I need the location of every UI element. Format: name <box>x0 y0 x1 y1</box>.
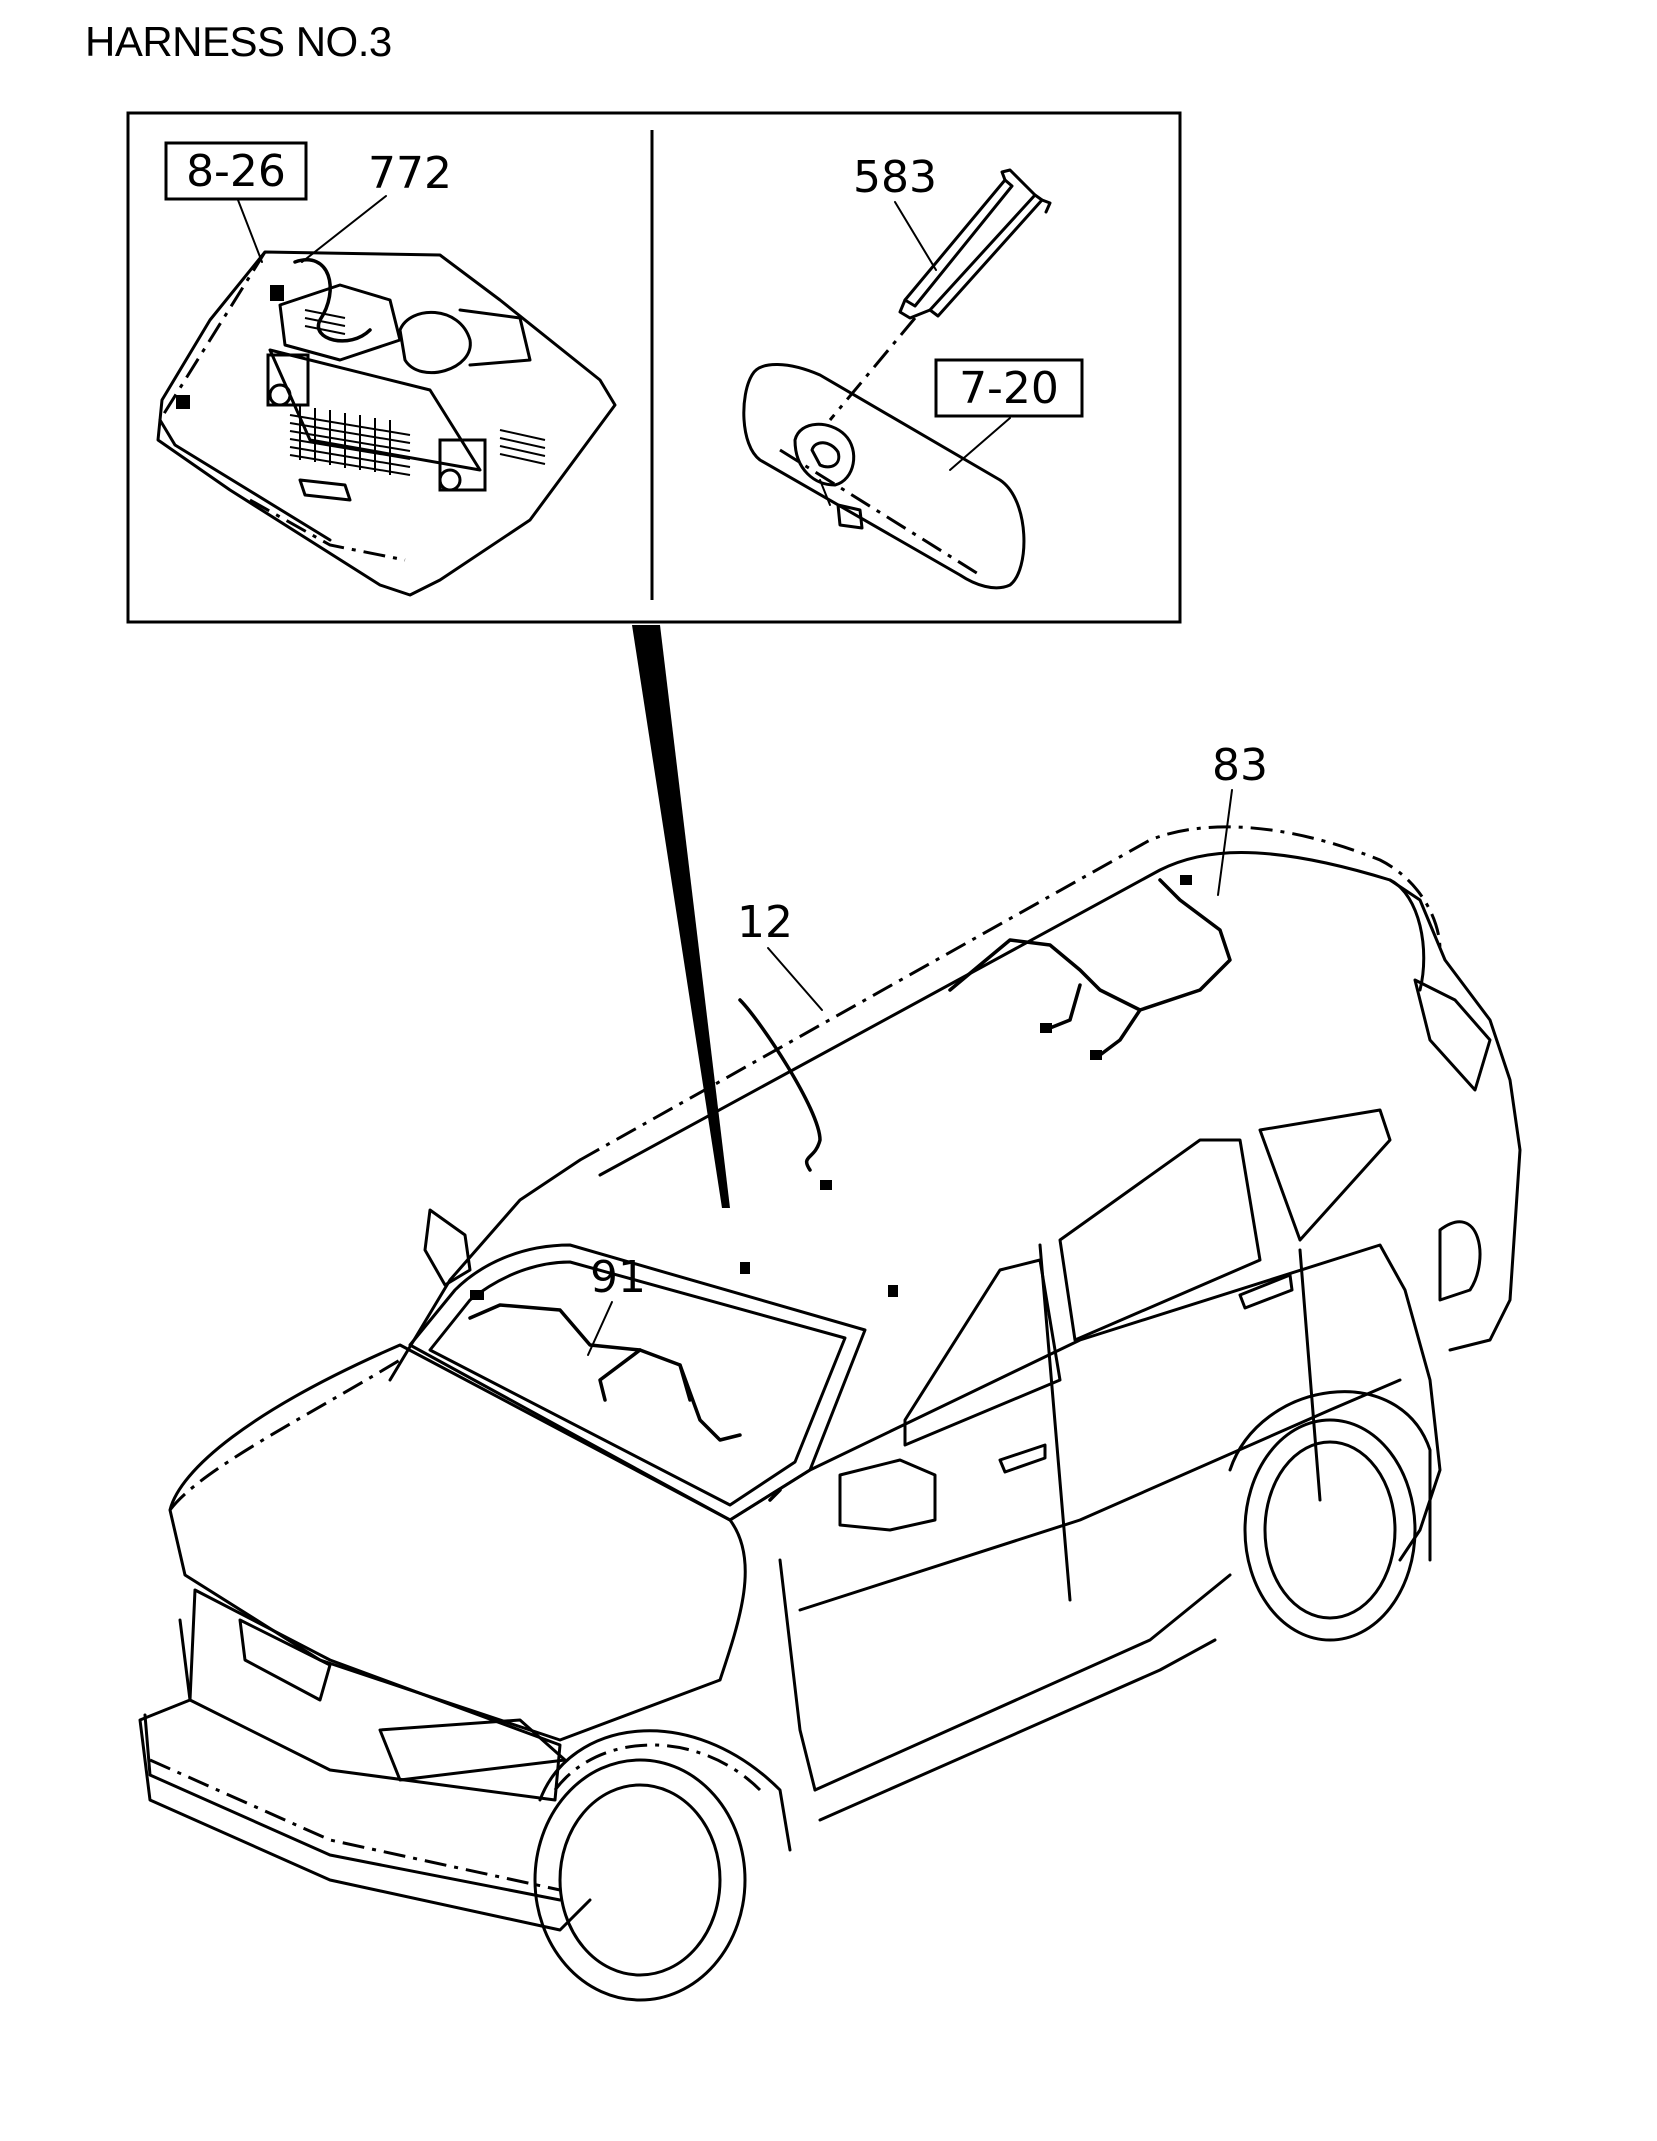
page-title: HARNESS NO.3 <box>85 18 392 65</box>
ref-box-7-20[interactable] <box>934 358 1084 418</box>
detail-box <box>126 111 1182 624</box>
harness-91-dash <box>468 1303 742 1442</box>
callout-583: 583 <box>853 152 937 203</box>
leader-12 <box>767 947 823 1011</box>
detail-pointer <box>632 625 730 1208</box>
overhead-console-panel: 8-26 772 <box>156 141 617 597</box>
callout-12: 12 <box>737 897 793 948</box>
harness-wiring <box>468 875 1232 1502</box>
leader-83 <box>1217 789 1233 896</box>
leader-583 <box>894 201 937 271</box>
leader-7-20 <box>949 417 1011 471</box>
leader-8-26 <box>237 199 263 263</box>
harness-83-rear <box>948 878 1232 1012</box>
overhead-console-illustration <box>156 250 617 597</box>
callout-91: 91 <box>590 1252 646 1303</box>
vehicle-illustration <box>138 825 1522 2002</box>
ref-box-8-26[interactable] <box>164 141 308 201</box>
ref-box-8-26-label: 8-26 <box>186 146 286 197</box>
callout-772: 772 <box>368 148 452 199</box>
rear-view-mirror-panel: 583 7-20 <box>742 152 1084 590</box>
mirror-harness-illustration <box>898 168 1052 320</box>
harness-12-front <box>738 998 822 1172</box>
callout-83: 83 <box>1212 740 1268 791</box>
mirror-illustration <box>742 363 1026 590</box>
detail-frame <box>126 111 1182 624</box>
ref-box-7-20-label: 7-20 <box>959 363 1059 414</box>
leader-772 <box>301 195 387 263</box>
leader-91 <box>587 1301 613 1356</box>
